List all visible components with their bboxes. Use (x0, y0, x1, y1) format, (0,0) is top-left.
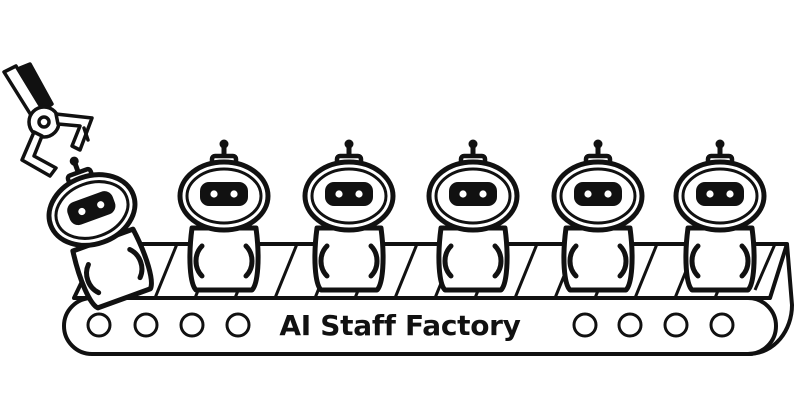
robot-icon (429, 140, 517, 291)
factory-title: AI Staff Factory (279, 308, 521, 342)
robotic-arm-icon (2, 62, 94, 178)
roller-icon (663, 312, 689, 338)
robot-icon (676, 140, 764, 291)
roller-icon (86, 312, 112, 338)
robot-icon (554, 140, 642, 291)
roller-icon (709, 312, 735, 338)
robot-icon (180, 140, 268, 291)
roller-icon (179, 312, 205, 338)
roller-icon (133, 312, 159, 338)
roller-icon (617, 312, 643, 338)
robot-icon (305, 140, 393, 291)
roller-icon (225, 312, 251, 338)
roller-icon (572, 312, 598, 338)
rollers (86, 312, 735, 338)
